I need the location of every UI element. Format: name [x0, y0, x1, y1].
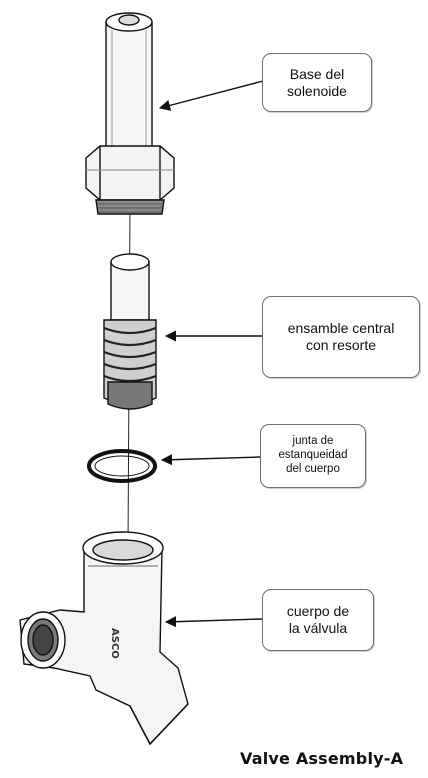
body-gasket-part [87, 449, 157, 483]
valve-body-part [19, 531, 189, 746]
figure-caption: Valve Assembly-A [240, 749, 404, 768]
valve-body-callout: cuerpo de la válvula [262, 589, 374, 651]
valve-body-marking: ASCO [109, 628, 120, 659]
body-gasket-callout: junta de estanqueidad del cuerpo [260, 424, 366, 488]
solenoid-base-arrow [158, 80, 264, 111]
solenoid-base-label: Base del solenoide [287, 65, 347, 99]
core-assembly-label: ensamble central con resorte [287, 320, 395, 353]
core-assembly-callout: ensamble central con resorte [262, 296, 420, 378]
solenoid-base-callout: Base del solenoide [262, 53, 372, 112]
core-assembly-part [103, 253, 157, 410]
solenoid-base-part [85, 12, 175, 215]
body-gasket-arrow [160, 454, 261, 466]
valve-body-label: cuerpo de la válvula [286, 603, 350, 636]
body-gasket-label: junta de estanqueidad del cuerpo [278, 435, 348, 475]
valve-body-arrow [164, 616, 263, 628]
